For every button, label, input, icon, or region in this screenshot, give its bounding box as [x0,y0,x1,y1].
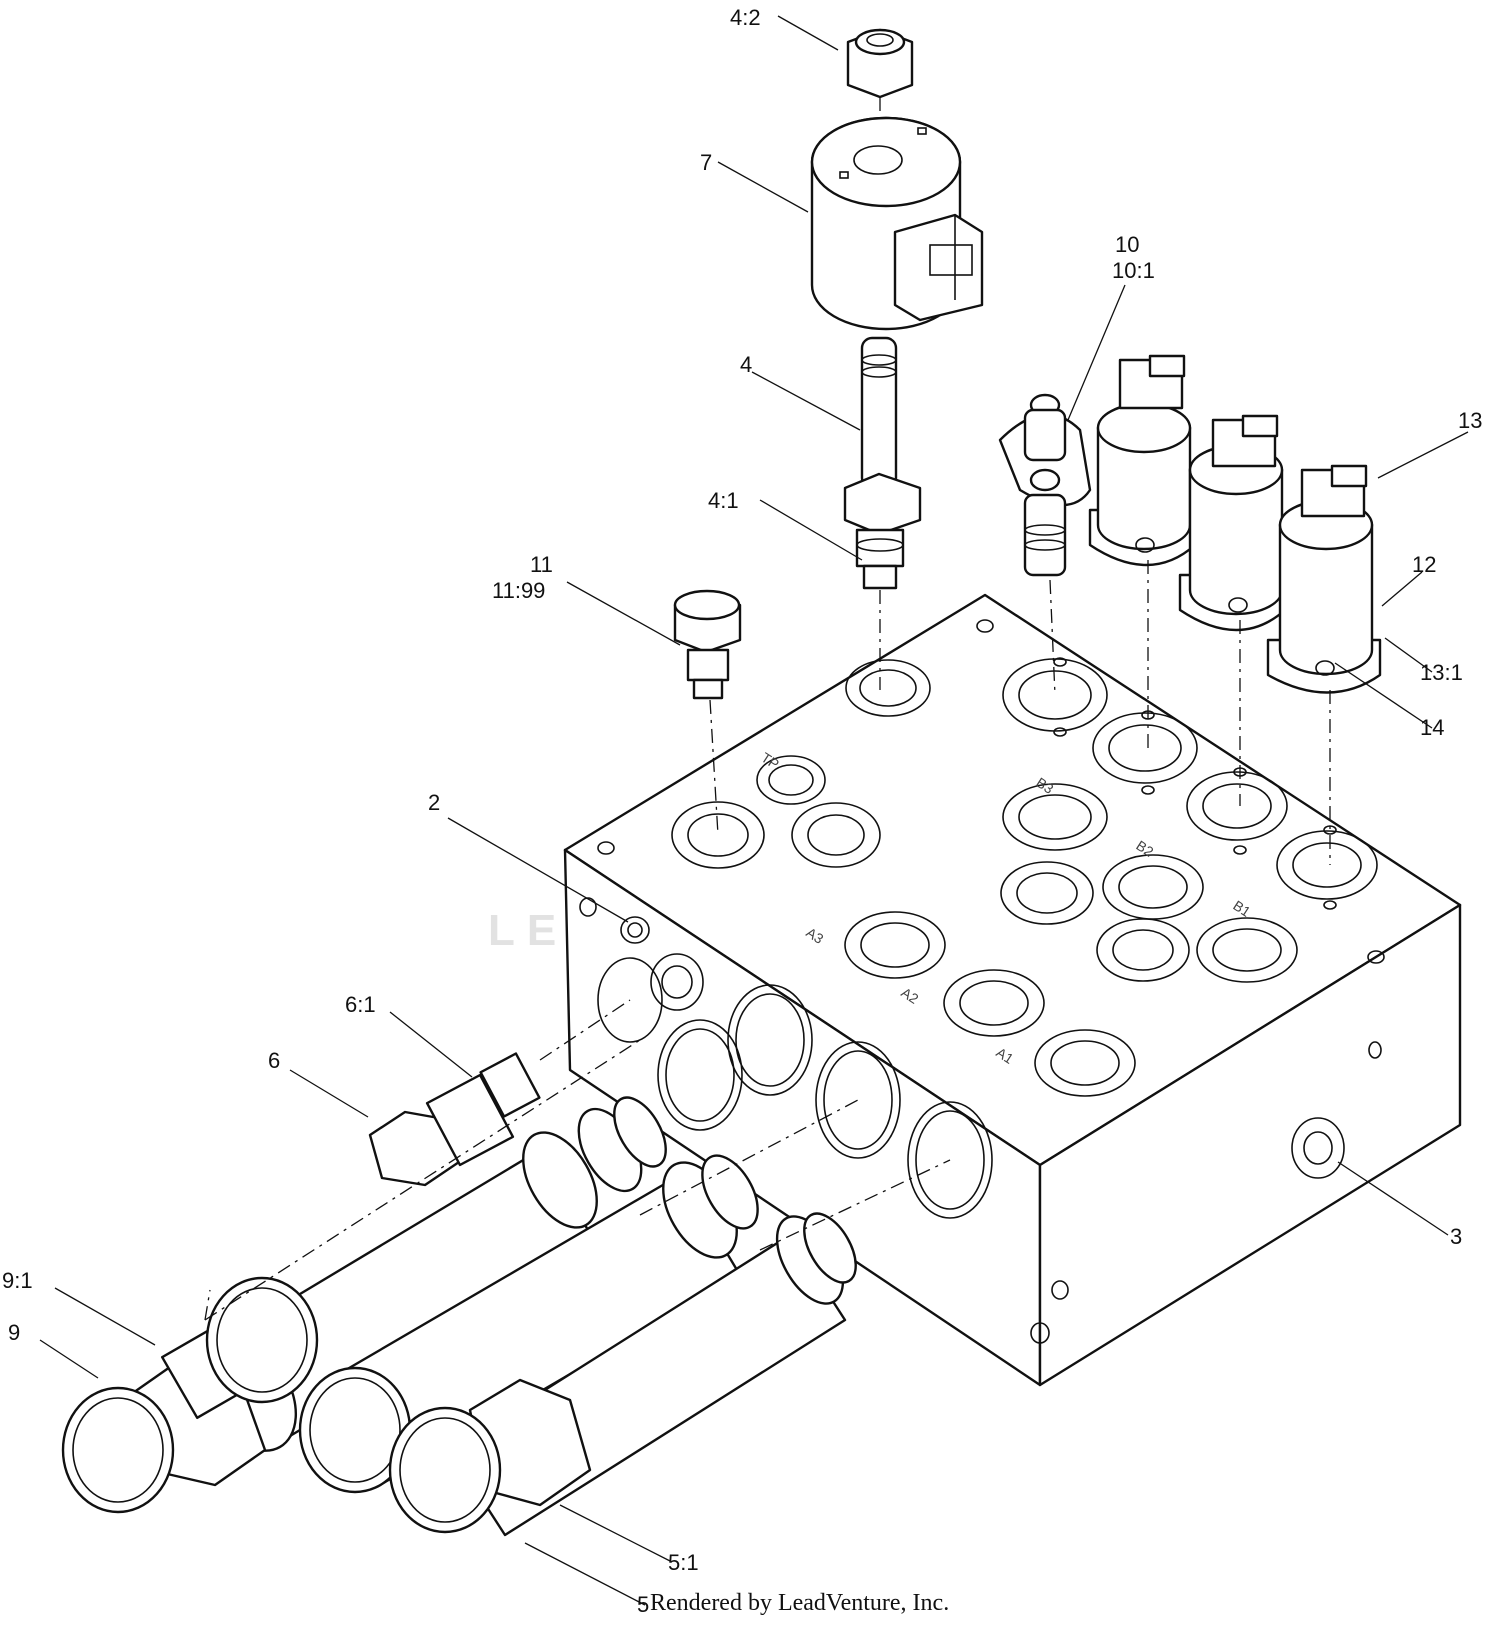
callout-13-1: 13:1 [1420,660,1463,685]
axis-line [539,999,631,1061]
callout-4-1: 4:1 [708,488,739,513]
axis-line [204,1289,211,1321]
solenoid-coil [810,116,984,331]
port-labels: TP B3 B2 B1 A3 A2 A1 [758,749,1253,1067]
callout-12: 12 [1412,552,1436,577]
leader-lines [39,15,1469,1606]
callout-9: 9 [8,1320,20,1345]
manifold-block [563,593,1462,1387]
axis-line [759,1159,951,1251]
cartridge-center [205,1154,759,1494]
callout-10: 10 [1115,232,1139,257]
coil-nut [846,28,914,99]
plug-6 [368,1052,541,1187]
port-label-a2: A2 [898,984,921,1007]
relief-plug [673,589,742,700]
callout-5-1: 5:1 [668,1550,699,1575]
top-face-ports [597,619,1385,1097]
callout-13: 13 [1458,408,1482,433]
callout-3: 3 [1450,1224,1462,1249]
callout-6: 6 [268,1048,280,1073]
callout-4: 4 [740,352,752,377]
solenoid-small-3 [1266,464,1382,694]
port-label-a1: A1 [993,1044,1016,1067]
port-label-b2: B2 [1133,837,1156,860]
callout-2: 2 [428,790,440,815]
callout-11-99: 11:99 [492,578,545,603]
solenoid-small-1 [1088,354,1197,567]
callout-9-1: 9:1 [2,1268,33,1293]
axis-line [709,699,719,836]
callout-10-1: 10:1 [1112,258,1155,283]
callout-11: 11 [530,552,553,577]
front-face-openings [579,897,1382,1344]
cartridge-valve-stem [843,336,922,590]
axis-line [1049,579,1056,696]
axis-line [639,1099,859,1216]
port-label-b1: B1 [1230,897,1253,920]
port-label-b3: B3 [1033,774,1056,797]
callout-4-2: 4:2 [730,5,761,30]
callout-14: 14 [1420,715,1444,740]
solenoid-small-2 [1178,414,1287,632]
cartridge-5 [388,1212,857,1537]
callout-labels: 4:2 7 4 4:1 10 10:1 11 11:99 13 12 13:1 … [2,5,1482,1617]
port-label-a3: A3 [803,924,826,947]
valve-10-assembly [998,393,1092,577]
credit-text: Rendered by LeadVenture, Inc. [650,1590,950,1616]
callout-5: 5 [637,1592,649,1617]
callout-6-1: 6:1 [345,992,376,1017]
callout-7: 7 [700,150,712,175]
